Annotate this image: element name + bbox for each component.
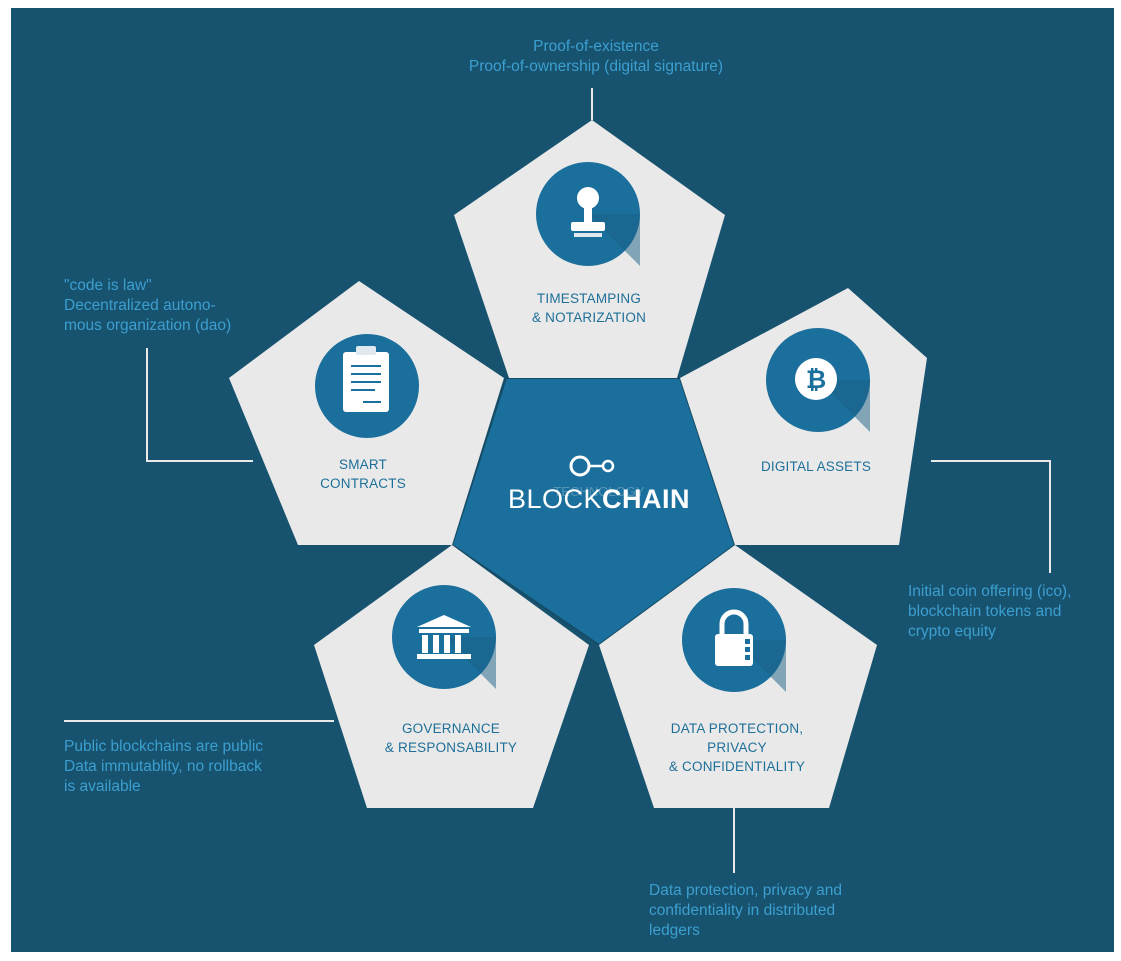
center-title-light: BLOCK xyxy=(507,484,603,514)
center-watermark: TECHNOLOGY xyxy=(553,484,644,499)
annotation-smart-contracts: "code is law" Decentralized autono- mous… xyxy=(64,277,232,334)
center-title-bold: CHAIN xyxy=(602,484,691,514)
bitcoin-icon: ₿ xyxy=(766,328,870,432)
infographic-panel: ₿ xyxy=(11,8,1114,952)
connector-digital-assets xyxy=(931,460,1051,573)
clipboard-icon xyxy=(315,334,419,438)
svg-text:₿: ₿ xyxy=(806,366,826,394)
center-title: BLOCKCHAIN xyxy=(499,484,699,515)
stamp-icon xyxy=(536,162,640,266)
bank-icon xyxy=(392,585,496,689)
annotation-timestamping: Proof-of-existence Proof-of-ownership (d… xyxy=(468,38,724,75)
diagram-canvas: ₿ xyxy=(11,8,1114,952)
connector-smart-contracts xyxy=(146,348,253,462)
label-timestamping: TIMESTAMPING & NOTARIZATION xyxy=(531,291,647,325)
label-governance: GOVERNANCE & RESPONSABILITY xyxy=(384,721,518,755)
annotation-governance: Public blockchains are public Data immut… xyxy=(64,738,264,795)
chain-link-icon xyxy=(569,455,615,477)
annotation-data-protection: Data protection, privacy and confidentia… xyxy=(649,882,842,939)
label-smart-contracts: SMART CONTRACTS xyxy=(320,457,406,491)
label-data-protection: DATA PROTECTION, PRIVACY & CONFIDENTIALI… xyxy=(668,721,806,774)
connector-lines xyxy=(64,88,1051,873)
label-digital-assets: DIGITAL ASSETS xyxy=(760,459,872,474)
annotation-digital-assets: Initial coin offering (ico), blockchain … xyxy=(908,583,1072,640)
padlock-icon xyxy=(682,588,786,692)
